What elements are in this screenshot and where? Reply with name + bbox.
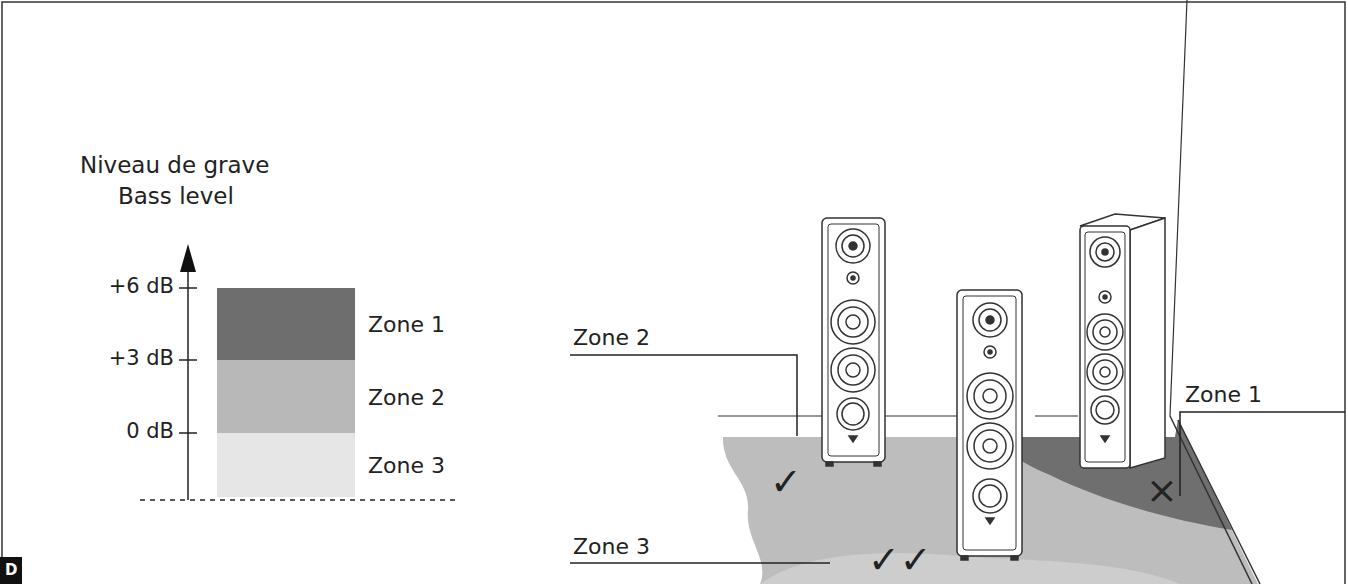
zone-label: Zone 2 xyxy=(368,384,445,409)
figure-letter: D xyxy=(5,562,17,579)
cross-mark: × xyxy=(1146,470,1178,512)
zone-label: Zone 3 xyxy=(368,453,445,478)
bass-zone-band: Zone 3 xyxy=(217,433,453,497)
zone-callout: Zone 3 xyxy=(573,535,650,559)
bass-zone-band: Zone 2 xyxy=(217,360,453,433)
axis-title: Bass level xyxy=(118,184,234,209)
zone-callout: Zone 2 xyxy=(573,326,650,350)
axis-title: Niveau de grave xyxy=(80,153,269,178)
band-fill xyxy=(217,433,355,497)
bass-zone-band: Zone 1 xyxy=(217,288,453,360)
band-fill xyxy=(217,360,355,433)
tick-label: +3 dB xyxy=(109,347,174,370)
zone-label: Zone 1 xyxy=(368,312,445,337)
band-fill xyxy=(217,288,355,360)
check-mark: ✓✓ xyxy=(868,540,932,582)
tick-label: +6 dB xyxy=(109,275,174,298)
zone-callout: Zone 1 xyxy=(1185,383,1262,407)
check-mark: ✓ xyxy=(770,462,802,504)
tick-label: 0 dB xyxy=(126,420,174,443)
